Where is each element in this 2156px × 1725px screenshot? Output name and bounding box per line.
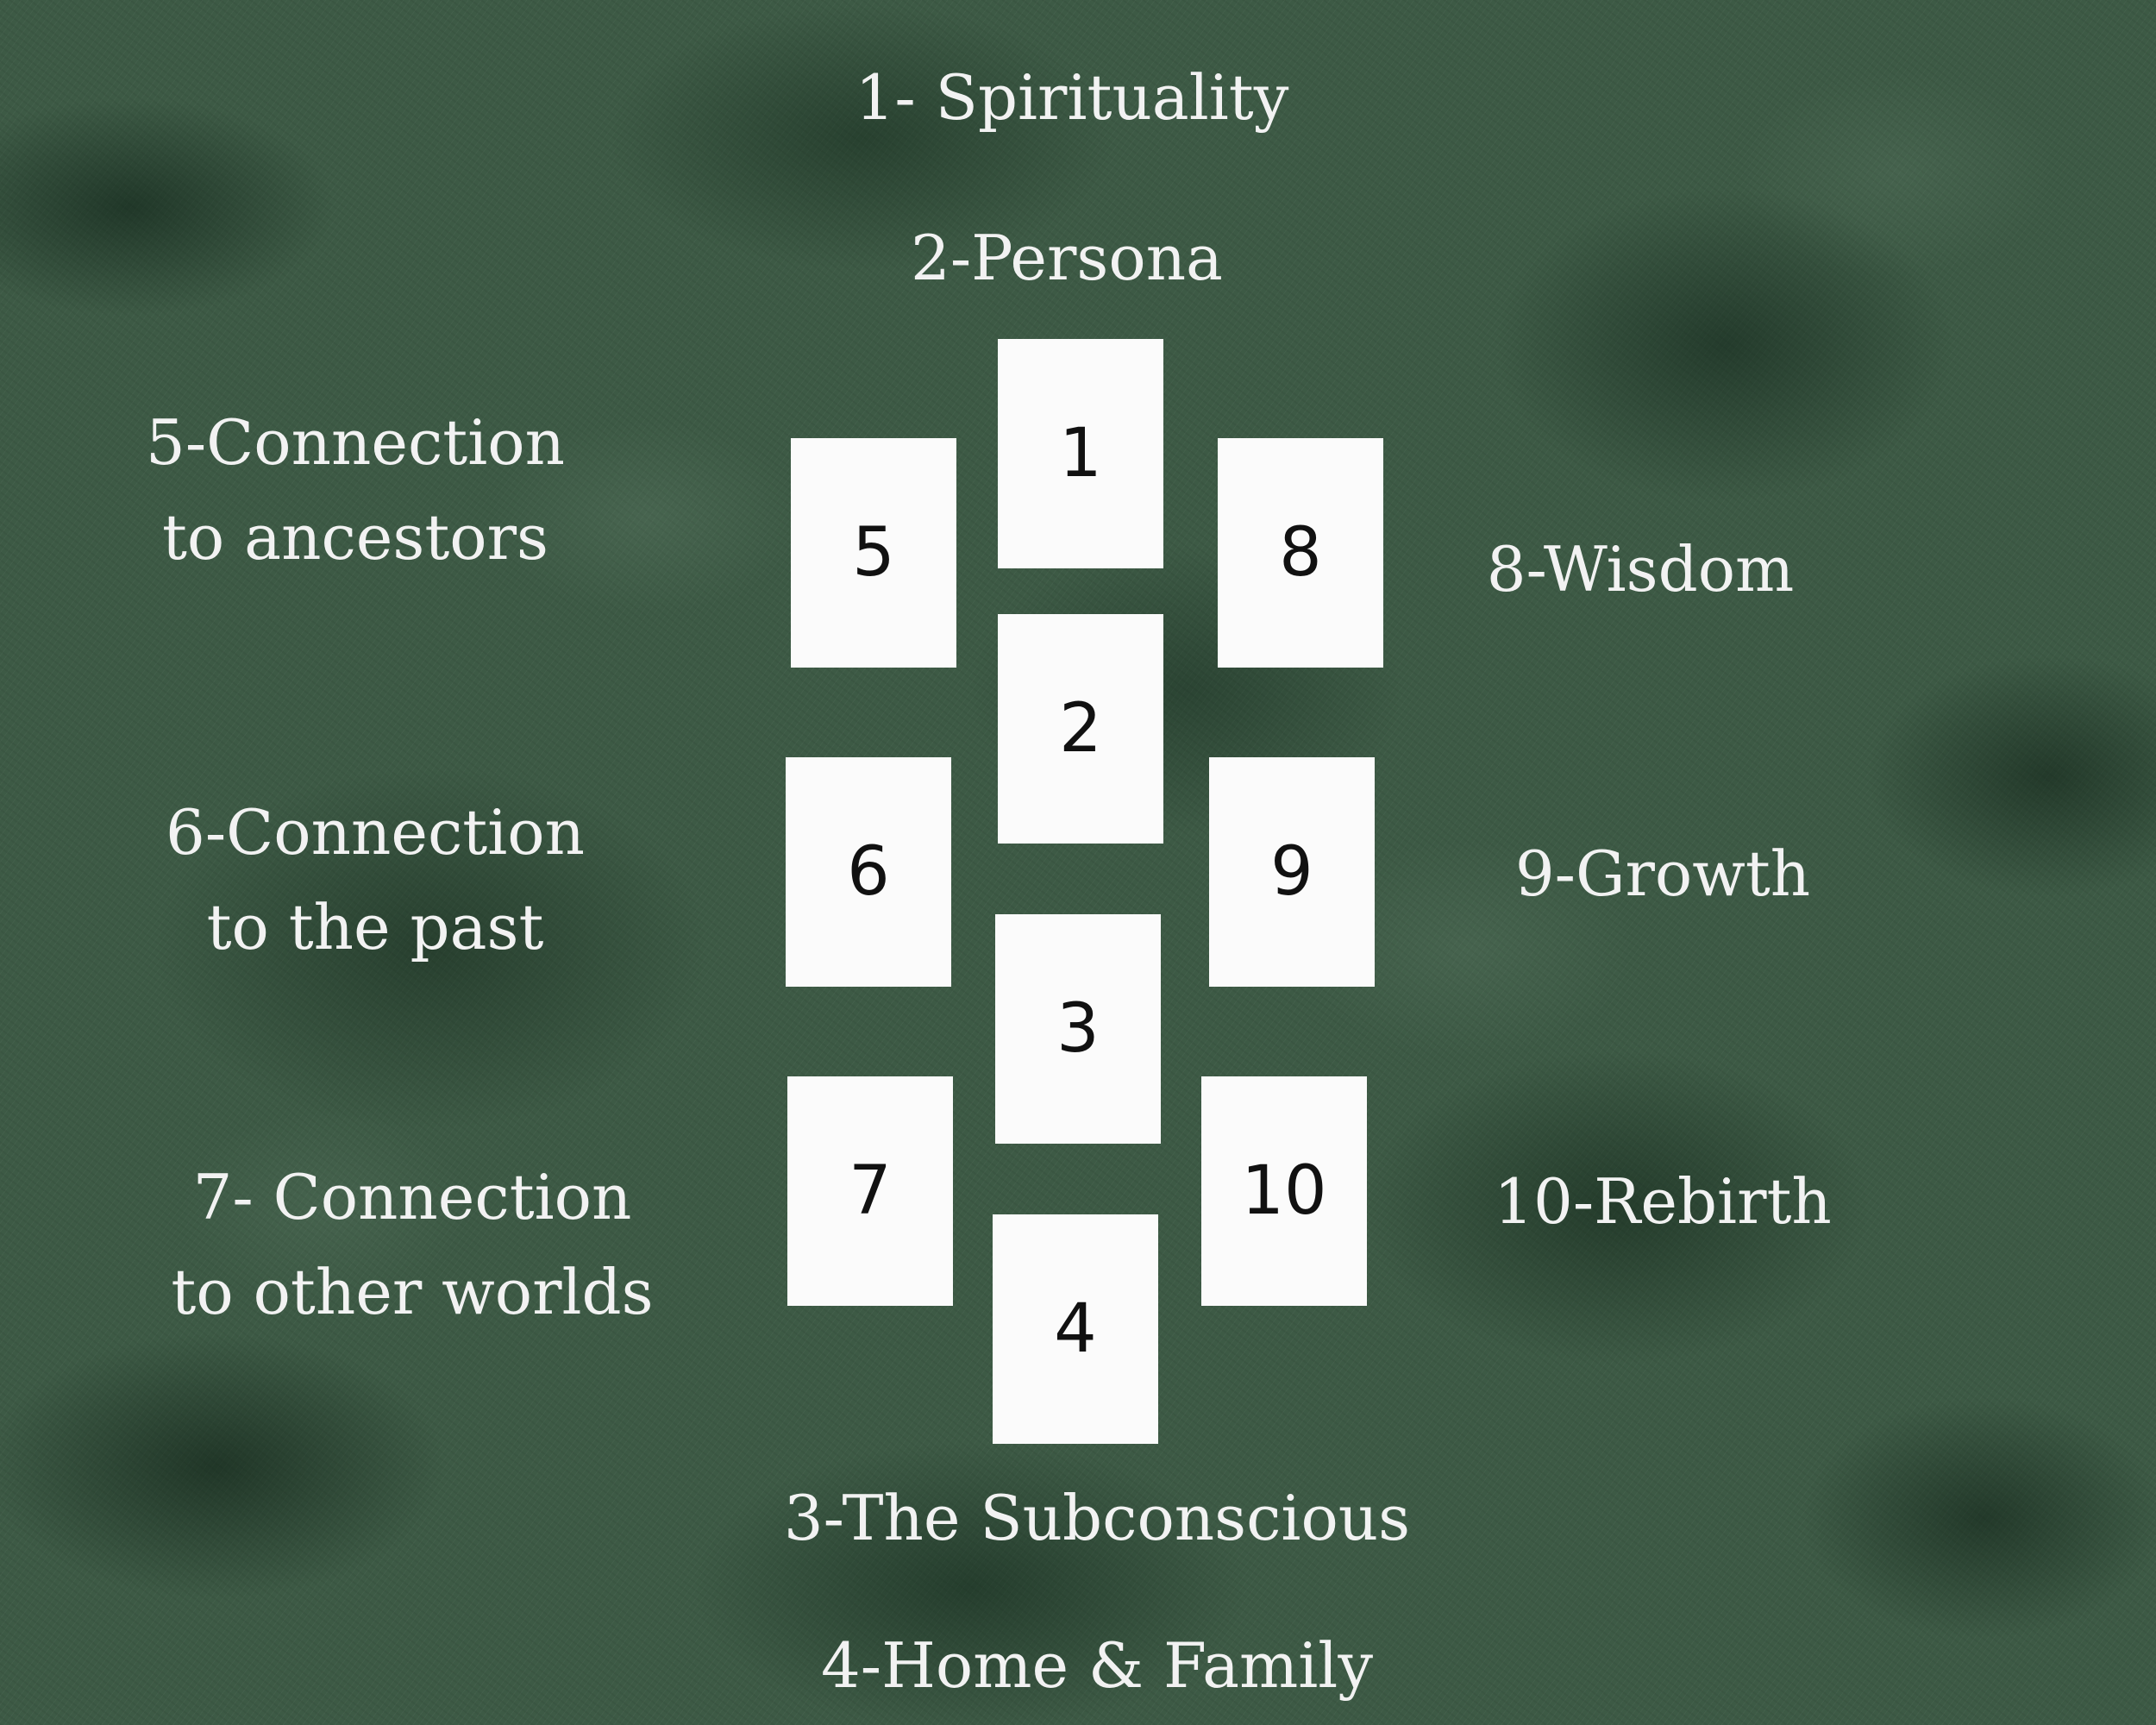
label-position-5: 5-Connection to ancestors: [146, 395, 565, 585]
card-number: 7: [849, 1152, 892, 1230]
card-6: 6: [786, 757, 951, 987]
card-number: 3: [1056, 990, 1100, 1068]
card-9: 9: [1209, 757, 1375, 987]
label-position-5-line-2: to ancestors: [162, 501, 548, 574]
label-position-10: 10-Rebirth: [1494, 1165, 1832, 1238]
card-3: 3: [995, 914, 1161, 1144]
card-number: 2: [1059, 690, 1102, 768]
card-5: 5: [791, 438, 956, 668]
label-position-6: 6-Connection to the past: [166, 785, 585, 975]
label-position-7-line-1: 7- Connection: [192, 1161, 632, 1233]
card-1: 1: [998, 339, 1163, 568]
label-position-4: 4-Home & Family: [820, 1629, 1374, 1702]
label-position-5-line-1: 5-Connection: [146, 406, 565, 479]
label-position-8: 8-Wisdom: [1486, 533, 1795, 605]
label-position-9: 9-Growth: [1514, 837, 1811, 910]
card-2: 2: [998, 614, 1163, 844]
card-number: 10: [1241, 1152, 1327, 1230]
card-10: 10: [1201, 1076, 1367, 1306]
card-number: 5: [852, 514, 895, 592]
label-position-6-line-1: 6-Connection: [166, 796, 585, 869]
card-number: 8: [1279, 514, 1322, 592]
card-8: 8: [1218, 438, 1383, 668]
card-number: 1: [1059, 415, 1102, 492]
card-7: 7: [787, 1076, 953, 1306]
card-4: 4: [993, 1214, 1158, 1444]
label-position-1: 1- Spirituality: [855, 61, 1289, 134]
label-position-7: 7- Connection to other worlds: [171, 1150, 653, 1339]
label-position-6-line-2: to the past: [206, 891, 544, 963]
card-number: 6: [847, 833, 890, 911]
label-position-3: 3-The Subconscious: [783, 1482, 1411, 1554]
card-number: 4: [1054, 1290, 1097, 1368]
label-position-7-line-2: to other worlds: [171, 1256, 654, 1328]
card-number: 9: [1270, 833, 1313, 911]
label-position-2: 2-Persona: [911, 222, 1223, 294]
